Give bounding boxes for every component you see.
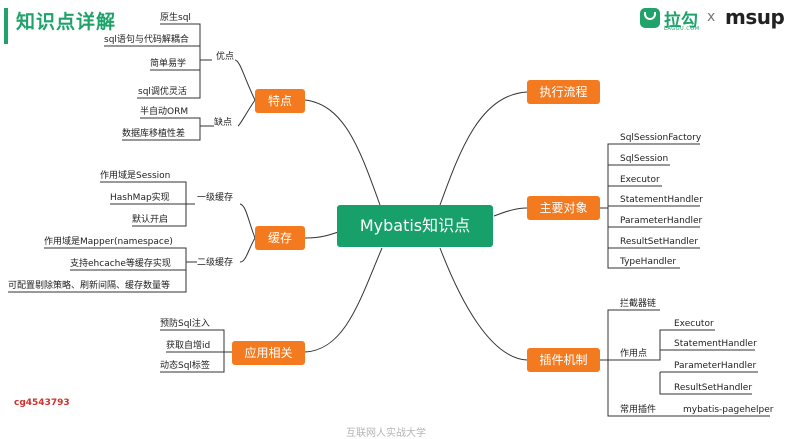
msup-logo: msup	[725, 5, 785, 29]
title-accent-bar	[4, 8, 8, 44]
cache-l1-label: 一级缓存	[197, 193, 234, 203]
object-item: TypeHandler	[620, 257, 677, 267]
plugin-scope-item: ParameterHandler	[674, 361, 757, 371]
cache-l2-item: 支持ehcache等缓存实现	[70, 259, 171, 269]
object-item: SqlSessionFactory	[620, 133, 702, 143]
lagou-logo-subtext: LAGOU.COM	[664, 26, 700, 32]
application-item: 预防Sql注入	[160, 319, 210, 329]
object-item: StatementHandler	[620, 195, 703, 205]
plugin-scope-item: StatementHandler	[674, 339, 757, 349]
pros-label: 优点	[216, 52, 235, 62]
branch-objects: 主要对象	[527, 196, 600, 220]
branch-cache: 缓存	[255, 226, 305, 250]
plugin-common-item: mybatis-pagehelper	[683, 405, 774, 415]
object-item: SqlSession	[620, 154, 669, 164]
application-item: 动态Sql标签	[160, 361, 210, 371]
page-title: 知识点详解	[16, 11, 117, 33]
plugin-common-label: 常用插件	[620, 405, 657, 415]
plugin-scope-item: ResultSetHandler	[674, 383, 753, 393]
footer-caption: 互联网人实战大学	[346, 428, 426, 439]
lagou-logo-text: 拉勾	[664, 11, 698, 31]
branch-application: 应用相关	[232, 341, 305, 365]
object-item: ParameterHandler	[620, 216, 703, 226]
pro-item: sql语句与代码解耦合	[104, 35, 189, 45]
object-item: Executor	[620, 175, 660, 185]
pro-item: 简单易学	[150, 59, 187, 69]
con-item: 数据库移植性差	[122, 129, 186, 139]
cache-l1-item: 作用域是Session	[100, 171, 171, 181]
cache-l2-item: 作用域是Mapper(namespace)	[44, 237, 173, 247]
branch-flow: 执行流程	[527, 80, 600, 104]
pro-item: sql调优灵活	[138, 87, 187, 97]
cache-l1-item: 默认开启	[132, 215, 169, 225]
con-item: 半自动ORM	[140, 107, 189, 117]
cons-label: 缺点	[214, 118, 233, 128]
object-item: ResultSetHandler	[620, 237, 699, 247]
plugin-scope-label: 作用点	[620, 349, 648, 359]
watermark: cg4543793	[14, 398, 70, 408]
plugin-scope-item: Executor	[674, 319, 714, 329]
center-topic: Mybatis知识点	[337, 205, 493, 247]
branch-features: 特点	[255, 89, 305, 113]
pro-item: 原生sql	[160, 13, 191, 23]
application-item: 获取自增id	[166, 341, 211, 351]
plugin-chain: 拦截器链	[620, 299, 657, 309]
branch-plugin: 插件机制	[527, 348, 600, 372]
cache-l2-item: 可配置剔除策略、刷新间隔、缓存数量等	[8, 281, 171, 291]
cache-l1-item: HashMap实现	[110, 193, 170, 203]
cache-l2-label: 二级缓存	[197, 258, 234, 268]
logo-separator: x	[707, 9, 716, 25]
lagou-logo-icon	[640, 8, 660, 28]
